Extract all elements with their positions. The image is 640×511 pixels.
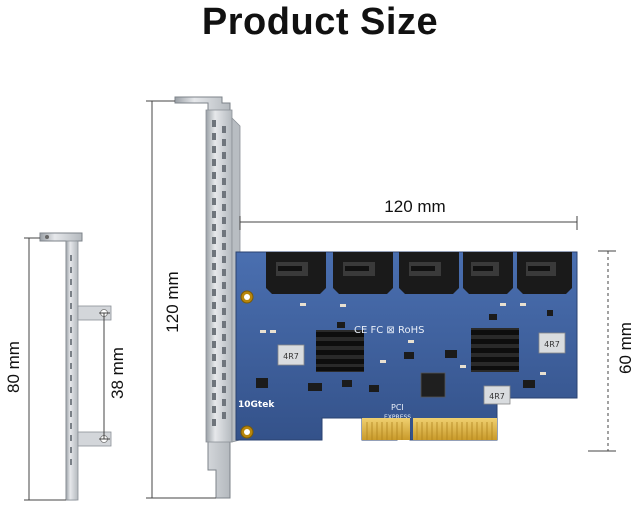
label-120mm-vertical: 120 mm (163, 271, 182, 333)
full-bracket-vents (212, 120, 226, 426)
dim-line-120mm-horizontal (239, 216, 578, 230)
pci-label: PCI (391, 403, 404, 412)
inductor-label: 4R7 (544, 340, 560, 349)
label-38mm: 38 mm (108, 347, 127, 399)
pci-express-label: EXPRESS (384, 414, 411, 421)
smd-passives (260, 303, 546, 375)
dim-line-60mm (588, 250, 616, 452)
sata-port (517, 252, 572, 294)
full-height-bracket (174, 96, 241, 499)
inductor-label: 4R7 (283, 352, 299, 361)
inductor: 4R7 (538, 332, 566, 354)
low-bracket-vents (70, 255, 72, 465)
label-60mm: 60 mm (616, 322, 635, 374)
smd-components (256, 310, 553, 392)
dim-line-80mm (24, 237, 66, 501)
brand-logo-text: 10Gtek (238, 400, 275, 410)
label-80mm: 80 mm (4, 341, 23, 393)
pcie-gold-fingers (362, 418, 497, 440)
controller-chip (420, 372, 446, 398)
heatsink-left (316, 330, 364, 372)
sata-port (333, 252, 393, 294)
dim-line-120mm-vertical (146, 100, 216, 499)
low-profile-bracket (39, 232, 112, 501)
sata-port (463, 252, 513, 294)
inductor-label: 4R7 (489, 392, 505, 401)
inductor: 4R7 (483, 385, 511, 405)
cert-marks: CE FC ⊠ RoHS (354, 325, 424, 336)
page-title: Product Size (201, 1, 439, 43)
dim-line-38mm (99, 312, 110, 440)
sata-port (266, 252, 326, 294)
sata-expansion-card: 4R7 4R7 4R7 (235, 251, 578, 441)
sata-port (399, 252, 459, 294)
inductor: 4R7 (277, 344, 305, 366)
heatsink-right (471, 328, 519, 372)
label-120mm-horizontal: 120 mm (384, 197, 446, 216)
